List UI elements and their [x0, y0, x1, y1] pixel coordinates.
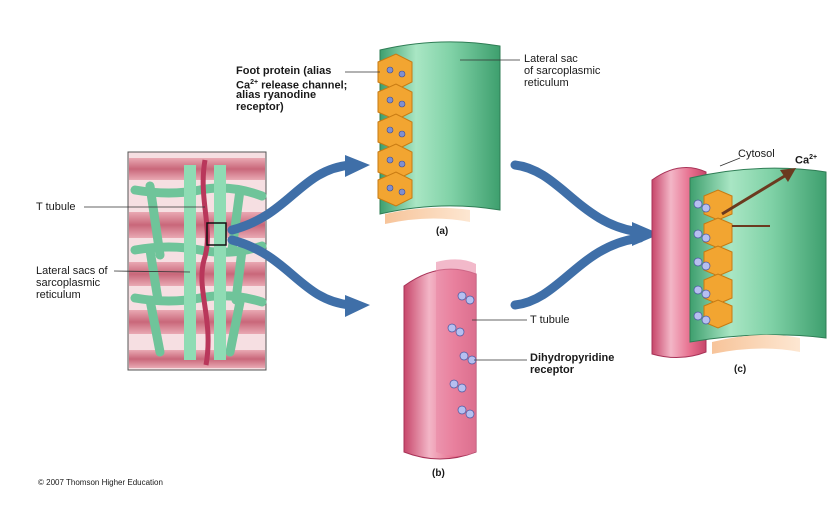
lateral-sacs-label-line2: sarcoplasmic	[36, 277, 101, 289]
dhp-receptors	[447, 291, 477, 419]
lateral-sac-label-line3: reticulum	[524, 77, 569, 89]
ca-superscript: 2+	[250, 79, 259, 86]
copyright-credit: © 2007 Thomson Higher Education	[38, 478, 163, 487]
ca-ion-text: Ca	[795, 154, 810, 167]
panel-c-dhp-receptors	[693, 199, 711, 325]
arrow-to-b	[227, 235, 355, 310]
foot-protein-label-line3: alias ryanodine	[236, 89, 317, 101]
panel-a-lateral-sac	[377, 41, 501, 224]
lateral-sacs-label-line3: reticulum	[36, 289, 81, 301]
lateral-sacs-label-line1: Lateral sacs of	[36, 265, 108, 277]
caption-a: (a)	[436, 226, 449, 237]
calcium-ion-label: Ca2+	[795, 152, 817, 167]
panel-c-leaders	[719, 157, 741, 167]
flow-arrows	[227, 160, 645, 310]
foot-protein-label-line2: Ca2+ release channel;	[236, 77, 347, 92]
arrowheads	[345, 155, 660, 317]
cytosol-label: Cytosol	[738, 148, 775, 160]
ca-release-arrow	[721, 168, 796, 216]
sr-lateral-sacs-left	[184, 165, 226, 360]
arrow-a-to-c	[510, 160, 645, 237]
release-channel-text: release channel;	[258, 79, 348, 92]
caption-b: (b)	[432, 468, 445, 479]
arrow-to-a	[227, 160, 355, 235]
dhp-receptor-label-line1: Dihydropyridine	[530, 352, 615, 364]
t-tubule-label-left: T tubule	[36, 201, 76, 213]
foot-protein-label-line4: receptor)	[236, 101, 284, 113]
panel-b-leaders	[472, 319, 527, 361]
arrow-b-to-c	[510, 233, 645, 310]
foot-protein-column	[377, 53, 413, 207]
ca-ion-superscript: 2+	[809, 154, 818, 161]
panel-b-t-tubule	[403, 259, 477, 460]
caption-c: (c)	[734, 364, 747, 375]
panel-a-leaders	[345, 59, 520, 73]
left-leader-lines	[84, 206, 205, 273]
panel-c-combined	[651, 167, 827, 358]
t-tubule-in-fiber	[199, 159, 211, 366]
dhp-receptor-label-line2: receptor	[530, 364, 575, 376]
ca-text: Ca	[236, 79, 251, 92]
lateral-sac-label-line1: Lateral sac	[524, 53, 578, 65]
foot-protein-label-line1: Foot protein (alias	[236, 65, 332, 77]
t-tubule-label-mid: T tubule	[530, 314, 570, 326]
zoom-box	[206, 222, 227, 246]
panel-c-foot-proteins	[703, 189, 733, 329]
lateral-sac-label-line2: of sarcoplasmic	[524, 65, 601, 77]
muscle-fiber-panel	[127, 151, 267, 371]
